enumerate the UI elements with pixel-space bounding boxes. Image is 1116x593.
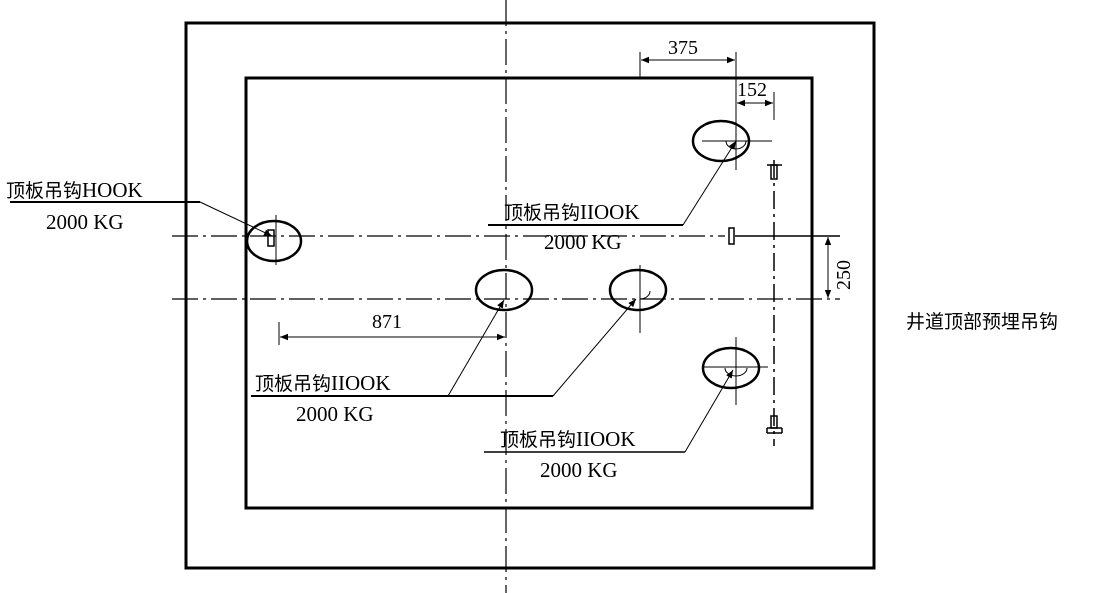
hook-name-cn: 顶板吊钩 [500, 429, 577, 451]
dimension-871 [278, 322, 505, 345]
dimension-375 [639, 52, 737, 120]
dimension-152 [737, 92, 775, 120]
rail-bracket-bottom [766, 415, 783, 434]
hook-label-bottom-right-load: 2000 KG [540, 458, 618, 482]
hook-label-left-load: 2000 KG [46, 210, 124, 234]
leader-hook-left [10, 201, 273, 237]
hook-center-right [608, 265, 668, 333]
hook-label-top-right-load: 2000 KG [544, 230, 622, 254]
hook-bottom-right [701, 337, 768, 405]
hook-left [245, 215, 303, 265]
dimension-label-250: 250 [833, 260, 855, 290]
hook-label-top-right-title: 顶板吊钩IIOOK [504, 202, 640, 223]
dimension-label-375: 375 [668, 37, 698, 59]
hook-name-en: IIOOK [576, 427, 636, 451]
hook-name-en: IIOOK [580, 200, 640, 224]
hook-name-en: IIOOK [331, 371, 391, 395]
hook-label-center-title: 顶板吊钩IIOOK [255, 373, 391, 394]
drawing-title: 井道顶部预埋吊钩 [906, 311, 1059, 333]
hook-label-center-load: 2000 KG [296, 402, 374, 426]
hook-top-right [691, 119, 772, 170]
dimension-label-871: 871 [372, 311, 402, 333]
hook-name-cn: 顶板吊钩 [255, 373, 332, 395]
hook-name-cn: 顶板吊钩 [504, 202, 581, 224]
rail-bracket-top [767, 164, 782, 180]
leader-hook-top-right [488, 140, 737, 226]
dimension-label-152: 152 [737, 79, 767, 101]
hook-name-cn: 顶板吊钩 [6, 180, 83, 202]
hook-label-left-title: 顶板吊钩HOOK [6, 180, 143, 201]
hook-label-bottom-right-title: 顶板吊钩IIOOK [500, 429, 636, 450]
leader-hooks-center [251, 298, 637, 397]
hook-center-left [474, 268, 534, 312]
inner-wall [244, 76, 814, 510]
outer-wall [184, 21, 876, 570]
hook-name-en: HOOK [82, 178, 143, 202]
rail-bracket-middle [728, 227, 735, 245]
leader-hook-bottom-right [484, 369, 734, 453]
